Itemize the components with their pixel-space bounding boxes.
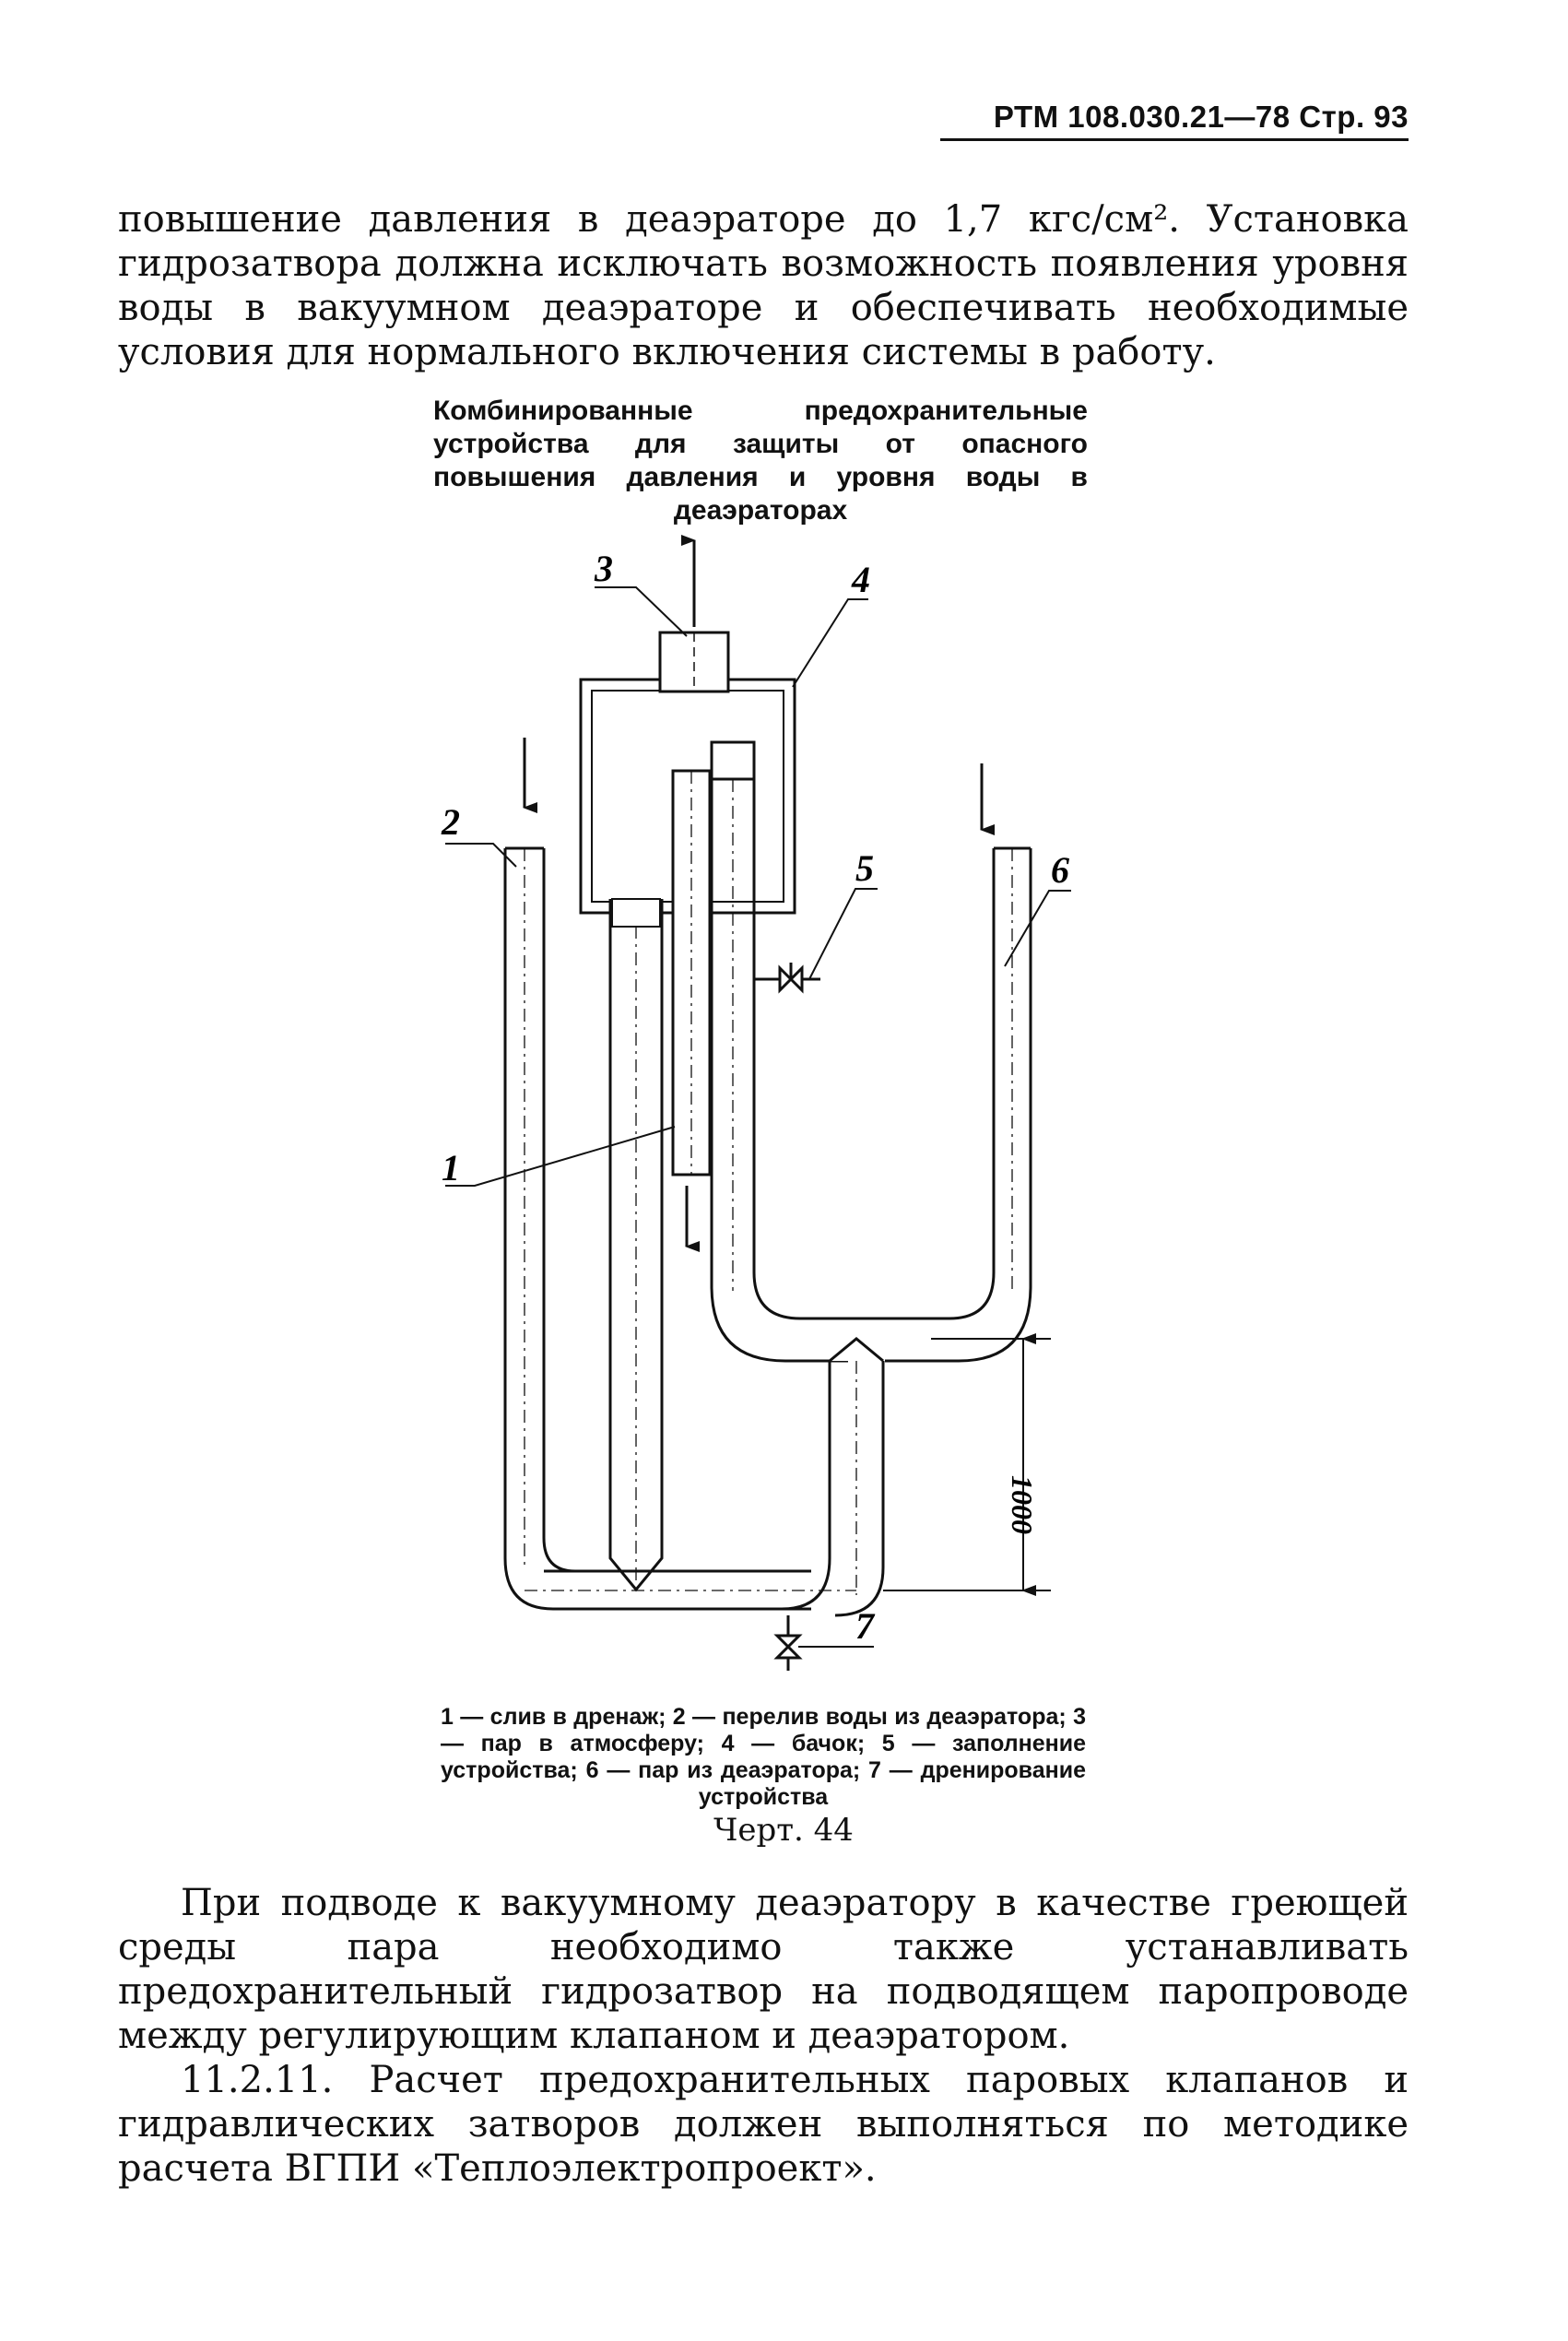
dimension-1000 [883,1333,1051,1596]
intro-paragraph: повышение давления в деаэраторе до 1,7 к… [118,198,1409,373]
dimension-label: 1000 [1006,1475,1039,1534]
hydro-seal-diagram: 3 4 2 5 6 1 7 1000 [441,535,1071,1671]
label-1: 1 [442,1147,460,1188]
label-6: 6 [1051,849,1069,891]
pipe-2 [503,846,811,1611]
label-2: 2 [441,801,460,843]
figure-title: Комбинированные предохранительные устрой… [433,396,1088,526]
label-7: 7 [855,1605,876,1647]
label-4: 4 [851,559,870,600]
paragraph-1: При подводе к вакуумному деаэратору в ка… [118,1882,1409,2057]
label-5: 5 [855,847,874,889]
page-header: РТМ 108.030.21—78 Стр. 93 [940,100,1409,141]
valve-7 [773,1615,803,1671]
valve-5 [754,963,820,994]
paragraph-2: 11.2.11. Расчет предохранительных паровы… [118,2059,1409,2190]
pipe-6 [710,740,1032,1363]
figure-legend: 1 — слив в дренаж; 2 — перелив воды из д… [441,1704,1086,1810]
connector-pipe [781,1337,885,1617]
pipe-1 [608,898,664,1592]
label-3: 3 [594,548,613,589]
figure-caption: Черт. 44 [713,1812,854,1849]
inner-pipe [671,769,712,1176]
